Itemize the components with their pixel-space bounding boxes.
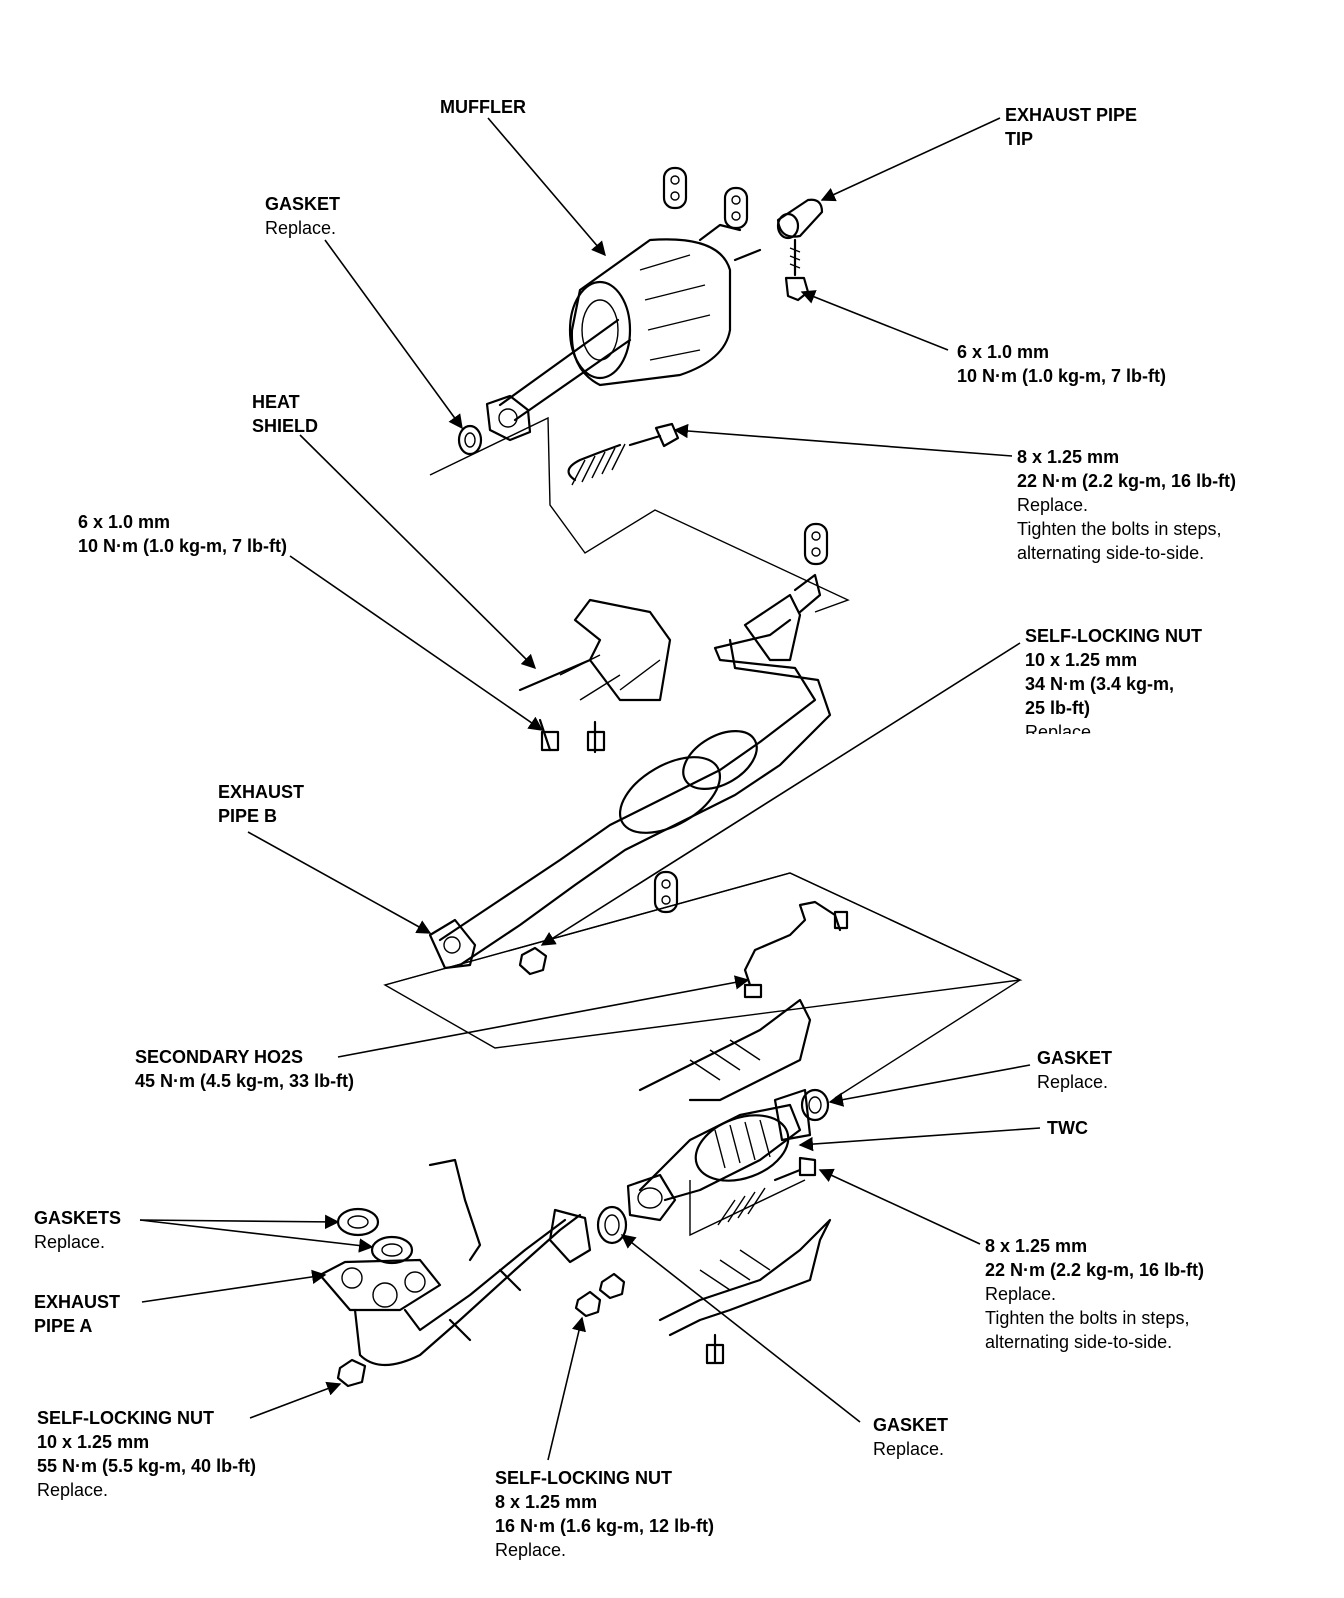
callout-exhaust-pipe-tip-line1: EXHAUST PIPE — [1005, 105, 1138, 125]
callout-bolt-shield: 6 x 1.0 mm 10 N·m (1.0 kg-m, 7 lb-ft) — [78, 510, 287, 558]
tip-bolt-part — [784, 238, 810, 302]
muffler-hangers — [653, 166, 829, 914]
callout-gasket-twc-note: Replace. — [1037, 1072, 1109, 1092]
callout-self-locking-nut-a: SELF-LOCKING NUT 10 x 1.25 mm 55 N·m (5.… — [37, 1406, 256, 1502]
exhaust-pipe-tip-part — [776, 198, 824, 240]
twc-spring-bolt — [717, 1156, 817, 1226]
callout-bolt-tip: 6 x 1.0 mm 10 N·m (1.0 kg-m, 7 lb-ft) — [957, 340, 1166, 388]
muffler-part — [498, 223, 762, 422]
callout-secondary-ho2s-torque: 45 N·m (4.5 kg-m, 33 lb-ft) — [135, 1071, 355, 1091]
leader-lines — [139, 117, 1041, 1461]
callout-heat-shield-line1: HEAT — [252, 392, 300, 412]
muffler-flange-gasket — [485, 394, 532, 442]
callout-self-locking-nut-mid-torque1: 34 N·m (3.4 kg-m, — [1025, 674, 1175, 694]
self-locking-nuts-parts — [336, 946, 626, 1388]
callout-exhaust-pipe-b-line1: EXHAUST — [218, 782, 305, 802]
callout-self-locking-nut-a-replace: Replace. — [37, 1480, 109, 1500]
lower-heat-shield — [658, 1218, 832, 1365]
callout-gasket-top-note: Replace. — [265, 218, 337, 238]
callout-self-locking-nut-mid-torque2: 25 lb-ft) — [1025, 698, 1090, 718]
callout-heat-shield-line2: SHIELD — [252, 416, 319, 436]
callout-self-locking-nut-a-torque: 55 N·m (5.5 kg-m, 40 lb-ft) — [37, 1456, 257, 1476]
callout-twc-title: TWC — [1047, 1118, 1088, 1138]
callout-bolt-shield-torque: 10 N·m (1.0 kg-m, 7 lb-ft) — [78, 536, 288, 556]
callout-secondary-ho2s-title: SECONDARY HO2S — [135, 1047, 304, 1067]
callout-twc: TWC — [1047, 1116, 1088, 1140]
callout-gaskets-title: GASKETS — [34, 1208, 122, 1228]
twc-part — [626, 1088, 812, 1222]
callout-exhaust-pipe-a-line1: EXHAUST — [34, 1292, 121, 1312]
callout-bolt-muffler: 8 x 1.25 mm 22 N·m (2.2 kg-m, 16 lb-ft) … — [1017, 445, 1236, 565]
exhaust-pipe-b-part — [428, 573, 832, 970]
callout-gasket-twc-title: GASKET — [1037, 1048, 1113, 1068]
muffler-spring-bolt — [567, 422, 680, 486]
callout-self-locking-nut-mid-size: 10 x 1.25 mm — [1025, 650, 1138, 670]
callout-bolt-twc-size: 8 x 1.25 mm — [985, 1236, 1088, 1256]
callout-self-locking-nut-mid-title: SELF-LOCKING NUT — [1025, 626, 1202, 646]
gaskets-pipe-a-rings — [336, 1207, 414, 1265]
callout-self-locking-nut-bottom-title: SELF-LOCKING NUT — [495, 1468, 672, 1488]
callout-bolt-tip-torque: 10 N·m (1.0 kg-m, 7 lb-ft) — [957, 366, 1167, 386]
callout-self-locking-nut-a-title: SELF-LOCKING NUT — [37, 1408, 214, 1428]
callout-bolt-muffler-replace: Replace. — [1017, 495, 1089, 515]
callout-self-locking-nut-bottom-torque: 16 N·m (1.6 kg-m, 12 lb-ft) — [495, 1516, 715, 1536]
callout-bolt-twc-replace: Replace. — [985, 1284, 1057, 1304]
callout-gasket-twc: GASKET Replace. — [1037, 1046, 1112, 1094]
gasket-bottom-ring — [596, 1205, 628, 1245]
upper-twc-shield — [638, 998, 812, 1102]
callout-heat-shield: HEAT SHIELD — [252, 390, 318, 438]
callout-gasket-bottom: GASKET Replace. — [873, 1413, 948, 1461]
callout-self-locking-nut-bottom: SELF-LOCKING NUT 8 x 1.25 mm 16 N·m (1.6… — [495, 1466, 714, 1562]
callout-self-locking-nut-bottom-replace: Replace. — [495, 1540, 567, 1560]
callout-bolt-twc-instruction2: alternating side-to-side. — [985, 1332, 1173, 1352]
callout-self-locking-nut-mid-replace: Replace. — [1025, 722, 1097, 734]
callout-secondary-ho2s: SECONDARY HO2S 45 N·m (4.5 kg-m, 33 lb-f… — [135, 1045, 354, 1093]
callout-bolt-twc-torque: 22 N·m (2.2 kg-m, 16 lb-ft) — [985, 1260, 1205, 1280]
callout-bolt-muffler-instruction1: Tighten the bolts in steps, — [1017, 519, 1222, 539]
callout-gasket-top-title: GASKET — [265, 194, 341, 214]
callout-exhaust-pipe-tip-line2: TIP — [1005, 129, 1034, 149]
callout-bolt-shield-size: 6 x 1.0 mm — [78, 512, 171, 532]
callout-bolt-muffler-size: 8 x 1.25 mm — [1017, 447, 1120, 467]
callout-exhaust-pipe-b-line2: PIPE B — [218, 806, 278, 826]
ho2s-sensor-part — [743, 900, 849, 999]
callout-gasket-bottom-note: Replace. — [873, 1439, 945, 1459]
heat-shield-part — [518, 598, 672, 754]
callout-bolt-twc-instruction1: Tighten the bolts in steps, — [985, 1308, 1190, 1328]
callout-self-locking-nut-a-size: 10 x 1.25 mm — [37, 1432, 150, 1452]
callout-bolt-tip-size: 6 x 1.0 mm — [957, 342, 1050, 362]
callout-exhaust-pipe-tip: EXHAUST PIPE TIP — [1005, 103, 1137, 151]
callout-exhaust-pipe-b: EXHAUST PIPE B — [218, 780, 304, 828]
callout-bolt-muffler-instruction2: alternating side-to-side. — [1017, 543, 1205, 563]
exhaust-pipe-a-part — [318, 1158, 592, 1366]
callout-bolt-muffler-torque: 22 N·m (2.2 kg-m, 16 lb-ft) — [1017, 471, 1237, 491]
callout-muffler-title: MUFFLER — [440, 97, 526, 117]
callout-exhaust-pipe-a: EXHAUST PIPE A — [34, 1290, 120, 1338]
callout-gaskets-note: Replace. — [34, 1232, 106, 1252]
callout-exhaust-pipe-a-line2: PIPE A — [34, 1316, 93, 1336]
callout-self-locking-nut-mid: SELF-LOCKING NUT 10 x 1.25 mm 34 N·m (3.… — [1025, 624, 1202, 734]
callout-gasket-bottom-title: GASKET — [873, 1415, 949, 1435]
callout-self-locking-nut-bottom-size: 8 x 1.25 mm — [495, 1492, 598, 1512]
reference-box-upper — [429, 416, 850, 613]
callout-gasket-top: GASKET Replace. — [265, 192, 340, 240]
callout-muffler: MUFFLER — [440, 95, 526, 119]
reference-box-twc — [689, 1179, 806, 1237]
gasket-twc-ring — [800, 1088, 830, 1122]
callout-gaskets: GASKETS Replace. — [34, 1206, 121, 1254]
gasket-top-part — [457, 424, 483, 456]
reference-box-lower-outline — [383, 872, 1023, 1049]
reference-box-lower — [384, 872, 1022, 1099]
callout-bolt-twc: 8 x 1.25 mm 22 N·m (2.2 kg-m, 16 lb-ft) … — [985, 1234, 1204, 1354]
